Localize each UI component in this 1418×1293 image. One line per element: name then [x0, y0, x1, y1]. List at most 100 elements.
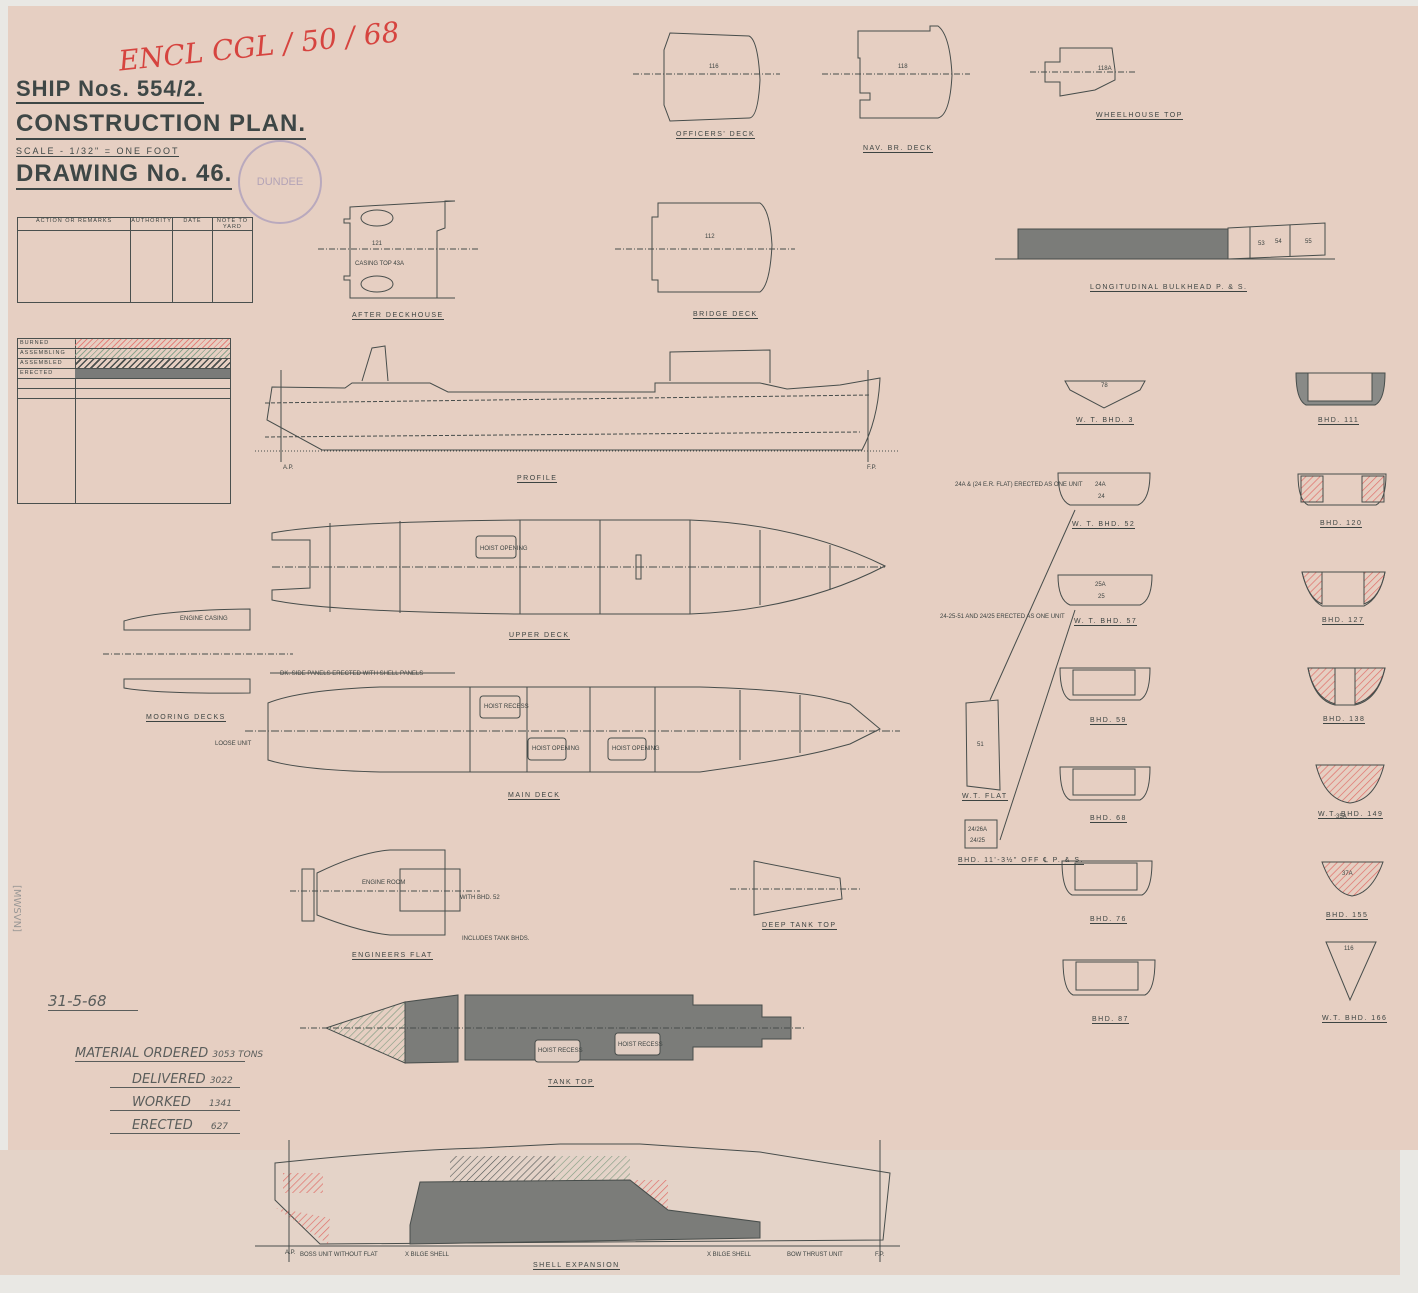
- engineers-flat-view: [290, 849, 480, 936]
- main-deck-view: [245, 672, 900, 773]
- wheelhouse-top-view: [1030, 47, 1135, 97]
- label-shell-expansion: SHELL EXPANSION: [533, 1262, 620, 1270]
- bulkhead-127: [1301, 571, 1386, 607]
- svg-text:24/25: 24/25: [970, 838, 986, 844]
- legend-erected: ERECTED: [18, 369, 230, 379]
- svg-text:118: 118: [898, 64, 908, 70]
- svg-text:HOIST OPENING: HOIST OPENING: [532, 746, 580, 752]
- label-upper-deck: UPPER DECK: [509, 632, 570, 640]
- svg-text:LOOSE UNIT: LOOSE UNIT: [215, 741, 252, 747]
- tank-top-view: [300, 994, 805, 1064]
- svg-text:HOIST RECESS: HOIST RECESS: [484, 704, 529, 710]
- legend-assembling: ASSEMBLING: [18, 349, 230, 359]
- view-numbers: 116 118 118A 121 CASING TOP 43A 112 53 5…: [180, 64, 1354, 1258]
- svg-text:112: 112: [705, 234, 715, 240]
- wt-flat: [965, 699, 1001, 791]
- svg-text:118A: 118A: [1098, 66, 1112, 72]
- svg-text:X BILGE SHELL: X BILGE SHELL: [707, 1252, 752, 1258]
- bulkhead-155: [1321, 861, 1384, 897]
- label-wt-bhd-3: W. T. BHD. 3: [1076, 417, 1134, 425]
- label-longitudinal-bulkhead: LONGITUDINAL BULKHEAD P. & S.: [1090, 284, 1248, 292]
- label-profile: PROFILE: [517, 475, 558, 483]
- bridge-deck-view: [615, 202, 795, 293]
- material-ordered-value: 3053 TONS: [212, 1050, 264, 1060]
- svg-text:INCLUDES TANK BHDS.: INCLUDES TANK BHDS.: [462, 936, 530, 942]
- bulkhead-wt-52: [1057, 472, 1151, 506]
- label-bhd-87: BHD. 87: [1092, 1016, 1129, 1024]
- svg-text:35A: 35A: [1336, 814, 1347, 820]
- drawing-number: DRAWING No. 46.: [16, 160, 233, 190]
- label-tank-top: TANK TOP: [548, 1079, 595, 1087]
- bulkhead-59: [1059, 667, 1151, 701]
- bulkhead-138: [1307, 667, 1386, 706]
- label-bhd-138: BHD. 138: [1323, 716, 1366, 724]
- label-mooring-decks: MOORING DECKS: [146, 714, 226, 722]
- bulkhead-87: [1062, 959, 1156, 996]
- ship-numbers: SHIP Nos. 554/2.: [16, 76, 205, 104]
- label-bhd-120: BHD. 120: [1320, 520, 1363, 528]
- label-bhd-68: BHD. 68: [1090, 815, 1127, 823]
- bulkhead-120: [1297, 473, 1387, 506]
- svg-text:55: 55: [1305, 239, 1312, 245]
- label-bhd-155: BHD. 155: [1326, 912, 1369, 920]
- label-wt-bhd-57: W. T. BHD. 57: [1074, 618, 1138, 626]
- label-bhd-76: BHD. 76: [1090, 916, 1127, 924]
- svg-text:121: 121: [372, 241, 383, 247]
- label-officers-deck: OFFICERS' DECK: [676, 131, 756, 139]
- material-worked-value: 1341: [209, 1099, 232, 1109]
- svg-text:54: 54: [1275, 239, 1282, 245]
- material-delivered-label: DELIVERED: [132, 1072, 206, 1087]
- svg-text:116: 116: [1344, 946, 1354, 952]
- nav-br-deck-view: [822, 25, 970, 119]
- svg-text:51: 51: [977, 742, 984, 748]
- bulkhead-wt-166: [1325, 941, 1377, 1002]
- longitudinal-bulkhead-view: [995, 222, 1335, 260]
- upper-deck-view: [271, 519, 887, 615]
- ship-profile-view: [255, 345, 900, 462]
- material-erected-label: ERECTED: [132, 1118, 193, 1133]
- label-wt-bhd-149: W.T. BHD. 149: [1318, 811, 1384, 819]
- svg-text:X BILGE SHELL: X BILGE SHELL: [405, 1252, 450, 1258]
- status-legend: BURNED ASSEMBLING ASSEMBLED ERECTED: [17, 338, 231, 504]
- svg-text:HOIST OPENING: HOIST OPENING: [480, 546, 528, 552]
- dundee-stamp: DUNDEE: [238, 140, 322, 224]
- svg-text:24: 24: [1098, 494, 1105, 500]
- svg-text:BOW THRUST UNIT: BOW THRUST UNIT: [787, 1252, 843, 1258]
- drawing-title: CONSTRUCTION PLAN.: [16, 110, 306, 140]
- officers-deck-view: [633, 32, 780, 122]
- legend-assembled: ASSEMBLED: [18, 359, 230, 369]
- svg-text:ENGINE ROOM: ENGINE ROOM: [362, 880, 405, 886]
- material-worked-label: WORKED: [132, 1095, 191, 1110]
- svg-text:F.P.: F.P.: [875, 1252, 885, 1258]
- svg-text:24A & (24 E.R. FLAT) ERECTED A: 24A & (24 E.R. FLAT) ERECTED AS ONE UNIT: [955, 482, 1083, 488]
- scale-note: SCALE - 1/32" = ONE FOOT: [16, 146, 180, 157]
- label-bridge-deck: BRIDGE DECK: [693, 311, 758, 319]
- material-delivered-value: 3022: [209, 1076, 233, 1086]
- label-bhd-off-centre: BHD. 11'-3½" OFF ℄ P. & S.: [958, 857, 1085, 865]
- svg-text:24-25-51 AND 24/25 ERECTED AS: 24-25-51 AND 24/25 ERECTED AS ONE UNIT: [940, 614, 1065, 620]
- label-nav-br-deck: NAV. BR. DECK: [863, 145, 933, 153]
- bulkhead-76: [1061, 860, 1153, 896]
- bulkhead-111: [1295, 372, 1386, 406]
- bulkhead-wt-57: [1057, 574, 1153, 606]
- label-after-deckhouse: AFTER DECKHOUSE: [352, 312, 444, 320]
- label-wt-bhd-166: W.T. BHD. 166: [1322, 1015, 1388, 1023]
- bulkhead-wt-149: [1315, 764, 1385, 804]
- svg-text:CASING TOP 43A: CASING TOP 43A: [355, 261, 404, 267]
- shell-expansion-view: [255, 1140, 900, 1262]
- svg-text:HOIST OPENING: HOIST OPENING: [612, 746, 660, 752]
- svg-text:BOSS UNIT WITHOUT FLAT: BOSS UNIT WITHOUT FLAT: [300, 1252, 378, 1258]
- after-deckhouse-view: [318, 200, 478, 299]
- mooring-decks-view: [103, 608, 293, 694]
- svg-text:WITH BHD. 52: WITH BHD. 52: [460, 895, 500, 901]
- svg-text:A.P.: A.P.: [285, 1250, 296, 1256]
- margin-note: [MWSVN]: [11, 885, 22, 932]
- label-wheelhouse-top: WHEELHOUSE TOP: [1096, 112, 1183, 120]
- bulkhead-wt-3: [1064, 380, 1146, 409]
- svg-text:24A: 24A: [1095, 482, 1106, 488]
- bhd-off-centre: [964, 819, 998, 849]
- svg-text:HOIST RECESS: HOIST RECESS: [538, 1048, 583, 1054]
- label-wt-bhd-52: W. T. BHD. 52: [1072, 521, 1136, 529]
- svg-text:53: 53: [1258, 241, 1265, 247]
